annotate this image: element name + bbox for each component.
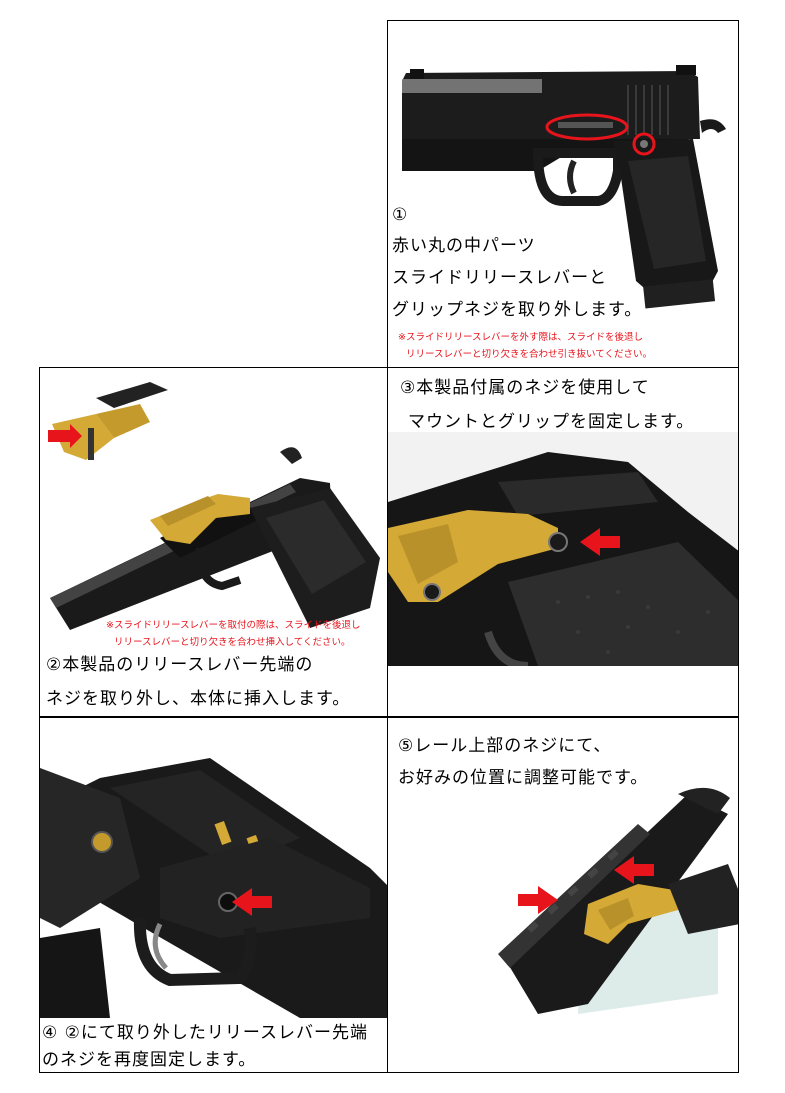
step1-line3: グリップネジを取り外します。 — [392, 300, 643, 320]
step3-panel: ③本製品付属のネジを使用して マウントとグリップを固定します。 — [387, 367, 739, 717]
step1-note2: リリースレバーと切り欠きを合わせ引き抜いてください。 — [406, 349, 652, 360]
step1-line2: スライドリリースレバーと — [392, 268, 608, 288]
rail-adjust-photo — [498, 787, 738, 1014]
step4-line1: ④ ②にて取り外したリリースレバー先端 — [42, 1023, 369, 1043]
step2-note2: リリースレバーと切り欠きを合わせ挿入してください。 — [114, 637, 351, 648]
step3-line2: マウントとグリップを固定します。 — [408, 412, 695, 432]
grip-fix-photo — [388, 432, 738, 666]
step1-panel: ① 赤い丸の中パーツ スライドリリースレバーと グリップネジを取り外します。 ※… — [387, 20, 739, 368]
step4-line2: のネジを再度固定します。 — [42, 1050, 257, 1070]
pistol-side-photo — [402, 65, 726, 309]
step5-line2: お好みの位置に調整可能です。 — [398, 768, 649, 788]
step2-line1: ②本製品のリリースレバー先端の — [46, 655, 314, 675]
step1-number: ① — [392, 205, 409, 225]
step5-line1: ⑤レール上部のネジにて、 — [398, 736, 612, 756]
step2-note1: ※スライドリリースレバーを取付の際は、スライドを後退し — [106, 620, 361, 631]
step1-note1: ※スライドリリースレバーを外す際は、スライドを後退し — [398, 332, 643, 343]
step3-line1: ③本製品付属のネジを使用して — [400, 378, 650, 398]
step2-line2: ネジを取り外し、本体に挿入します。 — [46, 689, 351, 709]
mount-insert-photo — [48, 382, 380, 630]
release-screw-photo — [40, 718, 388, 1018]
step2-panel: ※スライドリリースレバーを取付の際は、スライドを後退し リリースレバーと切り欠き… — [39, 367, 389, 717]
step5-panel: ⑤レール上部のネジにて、 お好みの位置に調整可能です。 — [387, 717, 739, 1073]
step4-panel: ④ ②にて取り外したリリースレバー先端 のネジを再度固定します。 — [39, 717, 389, 1073]
step1-line1: 赤い丸の中パーツ — [392, 236, 536, 256]
mount-part-illustration — [52, 382, 168, 460]
